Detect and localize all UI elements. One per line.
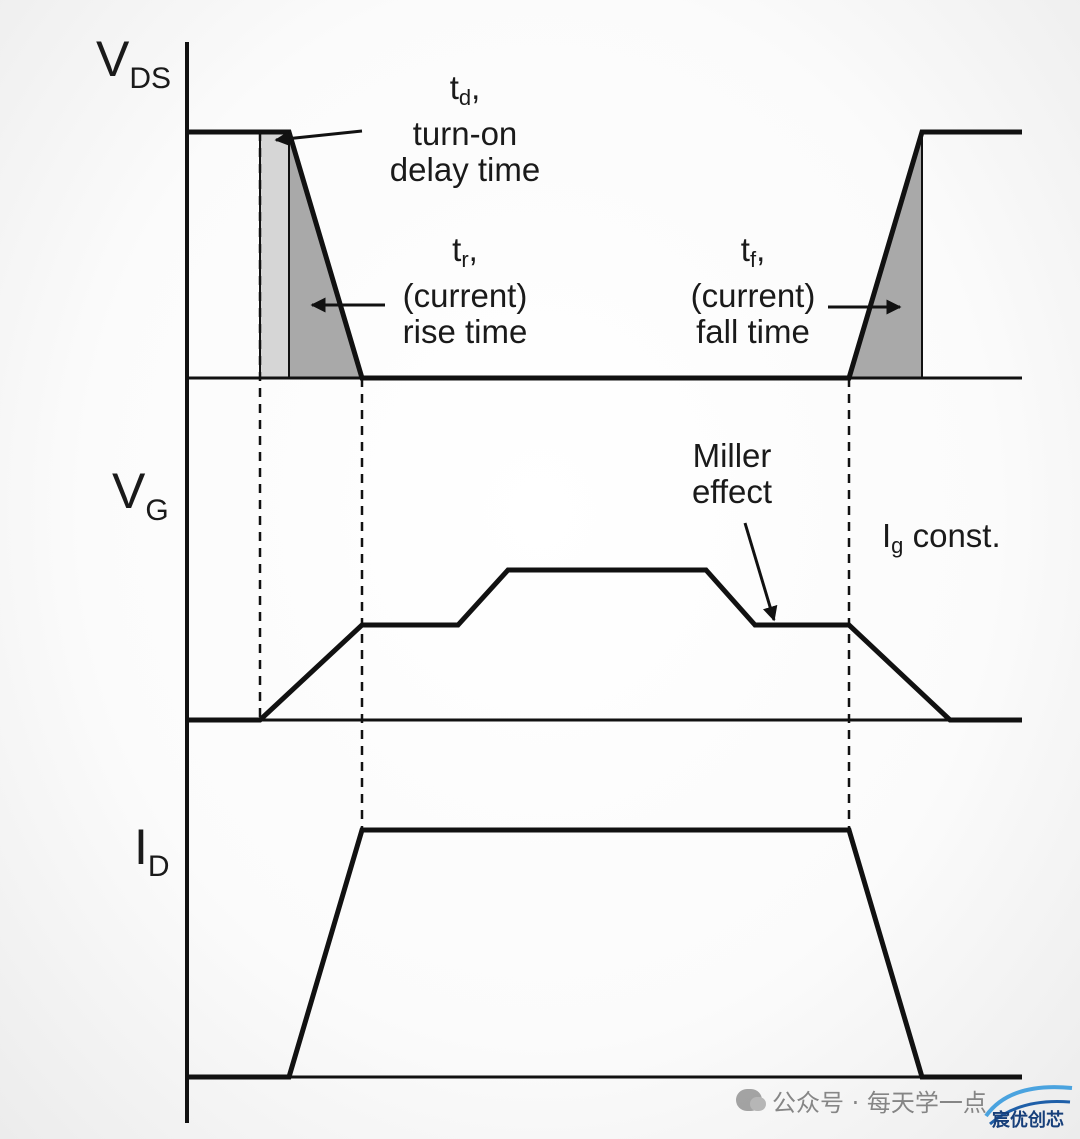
vg-label-sub: G bbox=[145, 494, 169, 527]
vds-label: VDS bbox=[96, 34, 171, 94]
td-sym: t bbox=[449, 69, 459, 106]
tr-annotation: tr, (current) rise time bbox=[380, 232, 550, 350]
td-sub: d bbox=[458, 85, 472, 110]
vds-label-main: V bbox=[96, 31, 130, 87]
td-line2: turn-on bbox=[412, 115, 518, 152]
td-symbol: td, bbox=[360, 70, 570, 116]
tf-sub: f bbox=[749, 247, 757, 272]
tr-sub: r bbox=[461, 247, 469, 272]
ig-rest: const. bbox=[903, 517, 1001, 554]
id-label-main: I bbox=[134, 819, 148, 875]
tr-suffix: , bbox=[468, 231, 478, 268]
tf-sym: t bbox=[740, 231, 750, 268]
vg-label-main: V bbox=[112, 463, 146, 519]
tr-line3: rise time bbox=[402, 313, 528, 350]
delay-shade bbox=[259, 131, 290, 379]
ig-sub: g bbox=[891, 533, 904, 558]
tf-line2: (current) bbox=[690, 277, 816, 314]
miller-arrow bbox=[743, 522, 778, 622]
ig-sym: I bbox=[882, 517, 892, 554]
watermark-text: 公众号 · 每天学一点 bbox=[772, 1088, 987, 1117]
brand-logo-text: 宸优创芯 bbox=[992, 1109, 1064, 1131]
ig-annotation: Ig const. bbox=[882, 518, 1001, 564]
tf-annotation: tf, (current) fall time bbox=[668, 232, 838, 350]
miller-line1: Miller bbox=[692, 437, 772, 474]
watermark: 公众号 · 每天学一点 bbox=[736, 1080, 987, 1120]
wechat-icon bbox=[736, 1089, 766, 1111]
tr-symbol: tr, bbox=[380, 232, 550, 278]
vds-label-sub: DS bbox=[129, 62, 172, 95]
vg-label: VG bbox=[112, 466, 169, 526]
tf-symbol: tf, bbox=[668, 232, 838, 278]
vg-waveform bbox=[187, 567, 1022, 723]
vds-waveform bbox=[187, 129, 1022, 381]
td-line3: delay time bbox=[389, 151, 541, 188]
tf-line3: fall time bbox=[696, 313, 810, 350]
tr-sym: t bbox=[452, 231, 462, 268]
td-suffix: , bbox=[471, 69, 481, 106]
miller-line2: effect bbox=[691, 473, 773, 510]
id-waveform bbox=[187, 827, 1022, 1080]
tf-suffix: , bbox=[756, 231, 766, 268]
miller-annotation: Miller effect bbox=[664, 438, 800, 510]
id-label-sub: D bbox=[147, 850, 170, 883]
brand-logo: 宸优创芯 bbox=[984, 1085, 1073, 1131]
tr-line2: (current) bbox=[402, 277, 528, 314]
td-annotation: td, turn-on delay time bbox=[360, 70, 570, 188]
id-label: ID bbox=[134, 822, 170, 882]
td-arrow bbox=[274, 129, 363, 147]
